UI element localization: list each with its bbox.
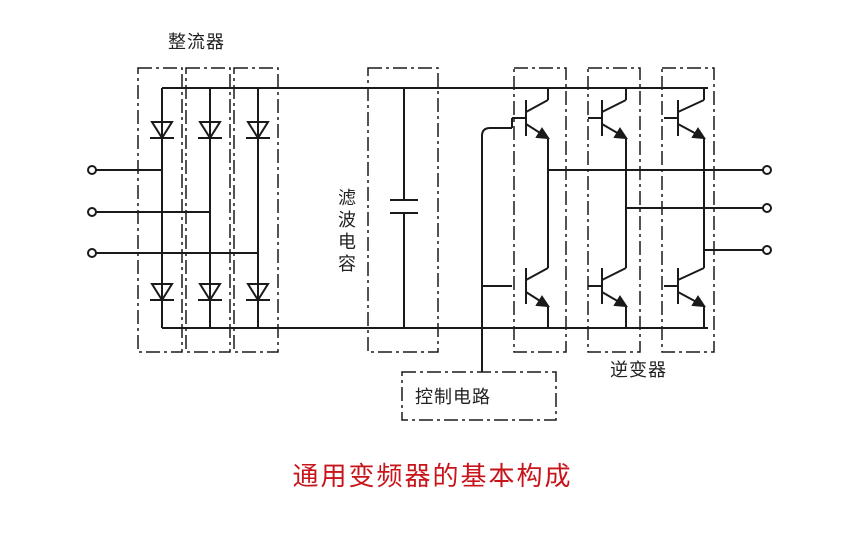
filter-box [367,67,439,353]
output-terminal-2 [762,203,772,213]
inverter-leg-2 [588,88,770,328]
filter-capacitor-icon [390,88,418,328]
input-terminal-2 [87,207,97,217]
transistor-arrow-icon [535,127,550,140]
inverter-label: 逆变器 [610,360,667,381]
transistor-arrow-icon [691,127,706,140]
rectifier-leg-2 [198,88,222,328]
control-circuit-label: 控制电路 [415,387,491,408]
transistor-arrow-icon [691,295,706,308]
rectifier-box-1 [137,67,183,353]
input-terminal-1 [87,165,97,175]
inverter-leg-1 [512,88,770,328]
inverter-box-3 [661,67,715,353]
rectifier-leg-1 [150,88,174,328]
inverter-leg-3 [664,88,770,328]
diode-icon [198,283,222,302]
control-circuit-box [401,371,557,421]
control-wiring [481,118,513,372]
input-terminals [87,165,258,258]
transistor-arrow-icon [613,127,628,140]
diode-icon [246,283,270,302]
diode-icon [198,121,222,140]
output-terminal-1 [762,165,772,175]
transistor-arrow-icon [535,295,550,308]
figure-caption: 通用变频器的基本构成 [292,462,573,492]
output-terminal-3 [762,245,772,255]
diode-icon [150,121,174,140]
rectifier-box-3 [233,67,279,353]
rectifier-label: 整流器 [168,32,225,53]
diode-icon [150,283,174,302]
diode-icon [246,121,270,140]
rectifier-box-2 [185,67,231,353]
transistor-arrow-icon [613,295,628,308]
inverter-box-1 [513,67,567,353]
output-terminals [762,165,772,255]
rectifier-leg-3 [246,88,270,328]
inverter-box-2 [587,67,641,353]
filter-capacitor-label: 滤波电容 [338,188,356,275]
input-terminal-3 [87,248,97,258]
